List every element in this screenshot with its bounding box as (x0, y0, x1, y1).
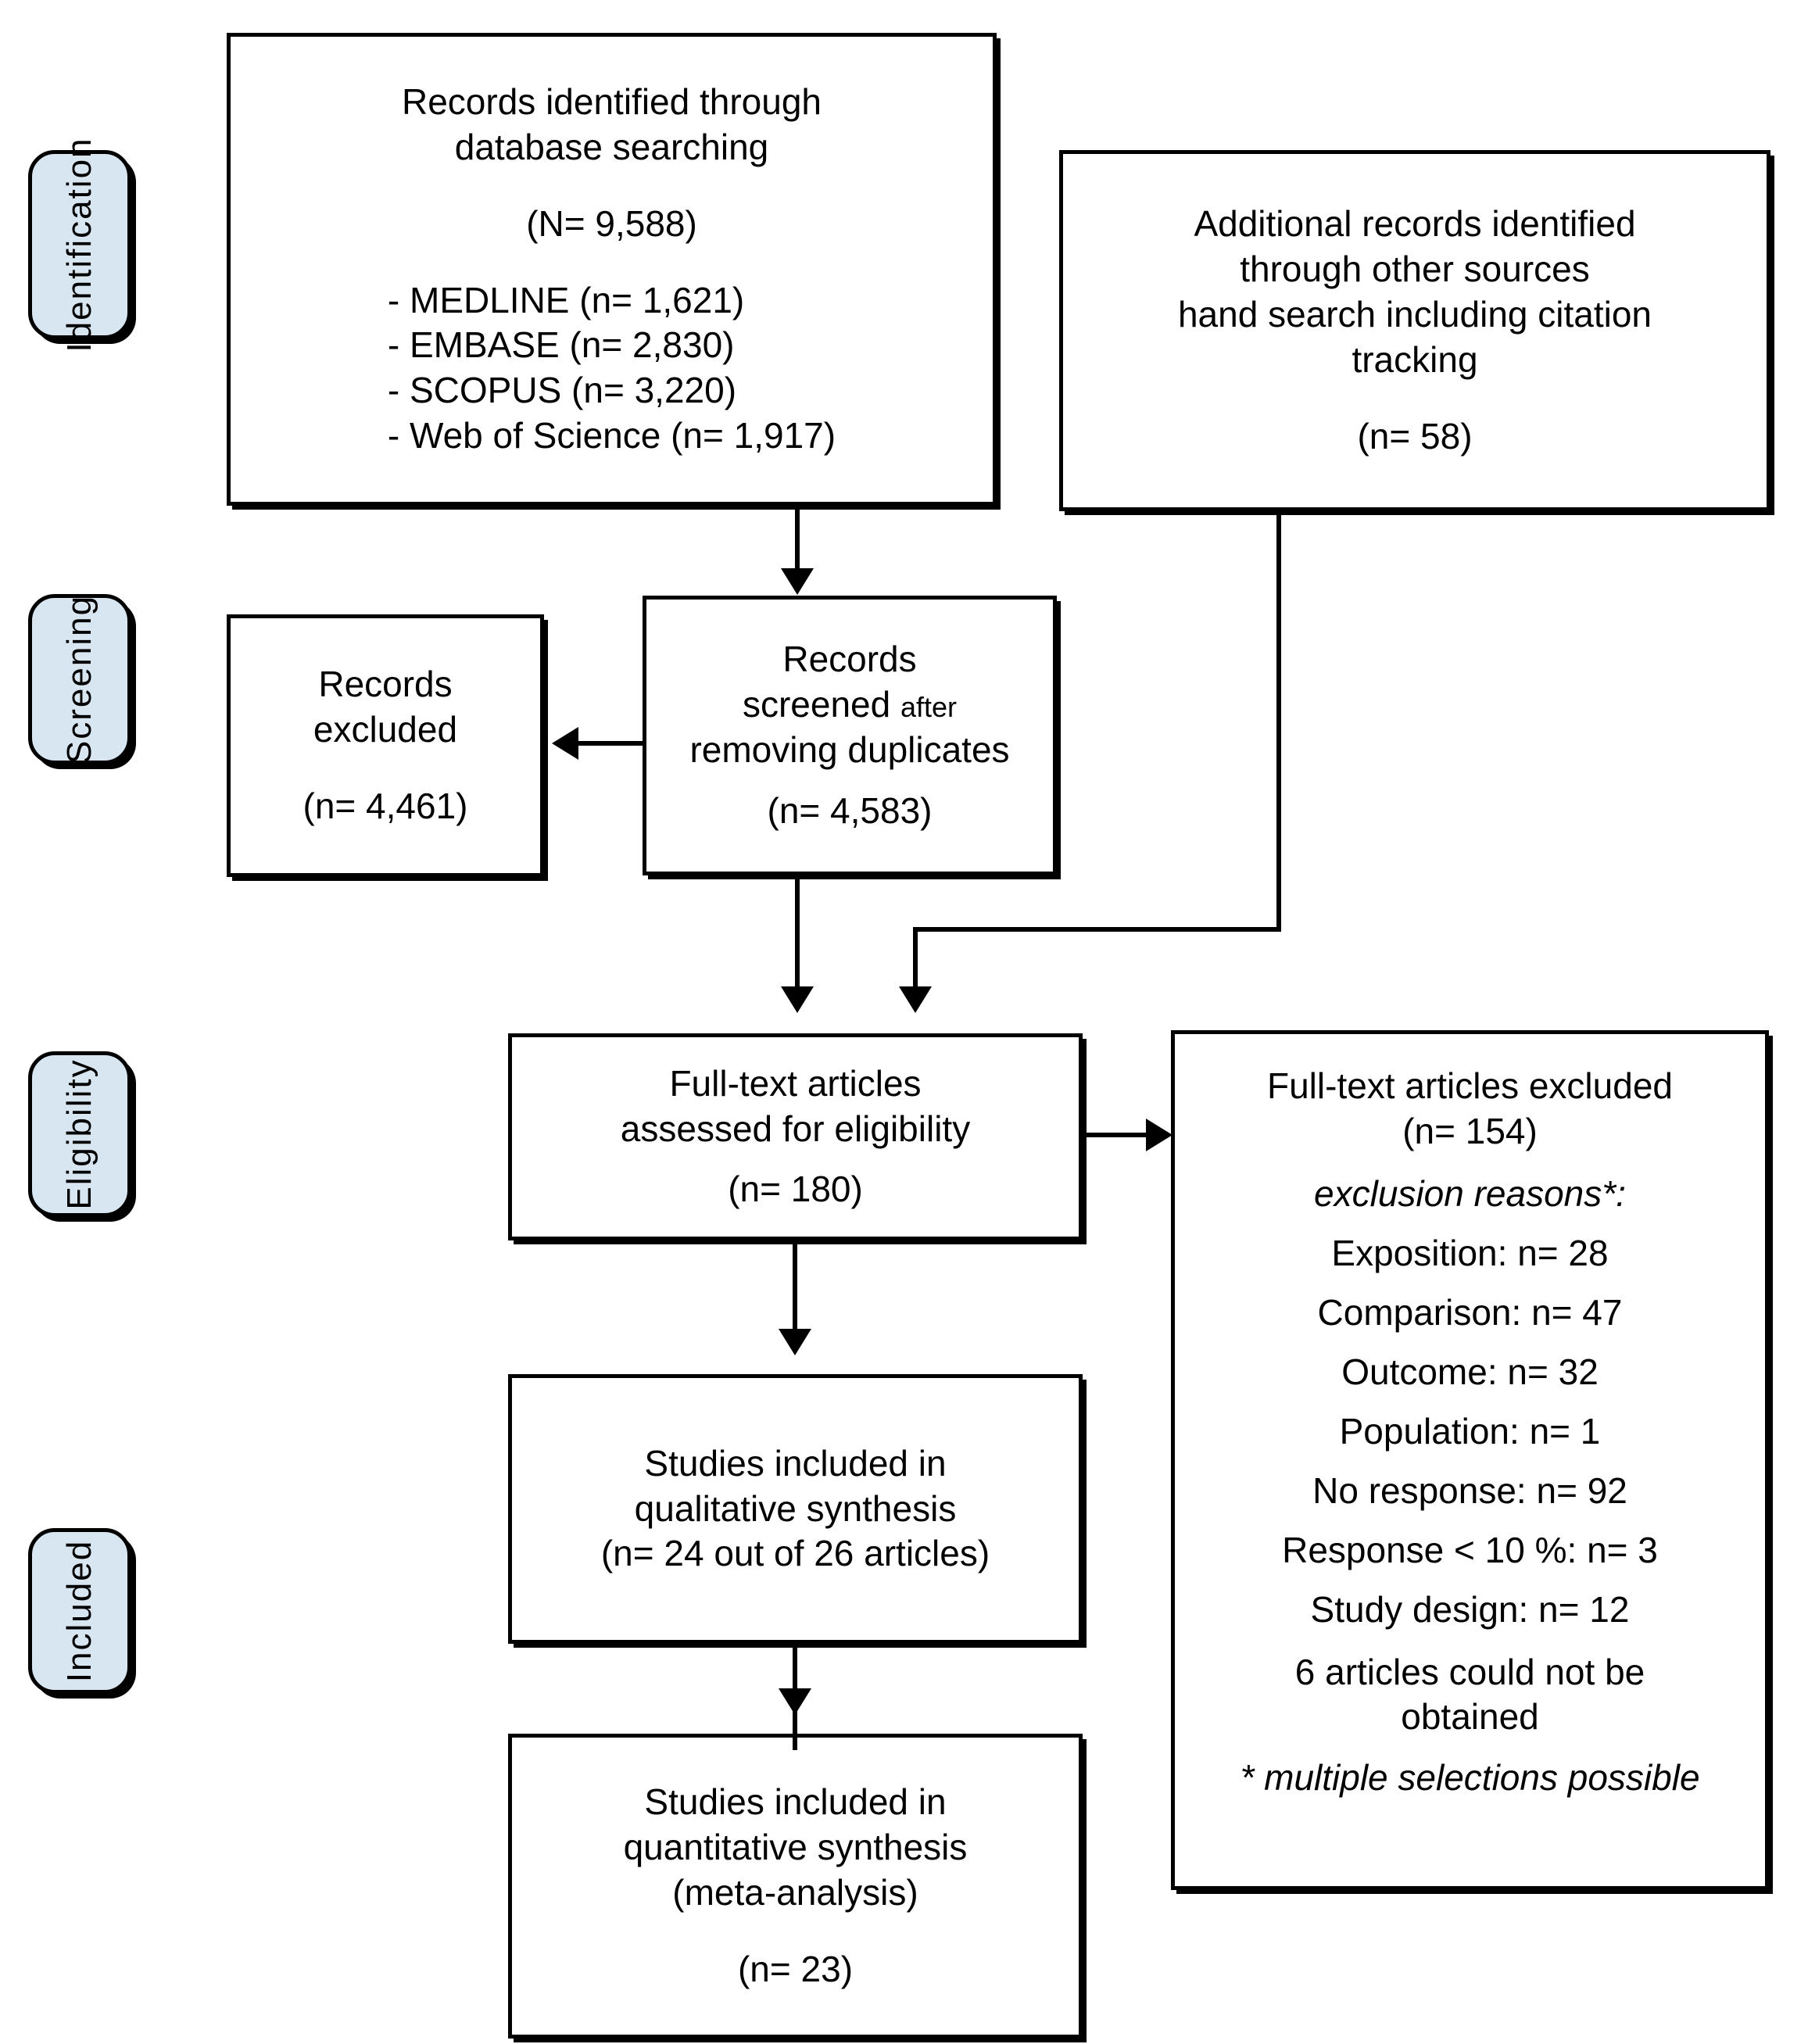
records-excluded-line2: excluded (313, 709, 458, 750)
connector-other-sources-vertical (1276, 511, 1281, 932)
database-search-source-list: - MEDLINE (n= 1,621) - EMBASE (n= 2,830)… (388, 278, 836, 460)
stage-label-included-text: Included (60, 1539, 98, 1683)
records-screened-line1: Records (782, 639, 917, 680)
connector-other-sources-horizontal (913, 927, 1281, 932)
exclusion-reason-exposition: Exposition: n= 28 (1331, 1232, 1609, 1273)
connector-fulltext-to-excluded (1083, 1133, 1151, 1137)
other-sources-line2: through other sources (1240, 249, 1590, 290)
stage-label-eligibility: Eligibility (28, 1051, 131, 1217)
connector-fulltext-to-qualitative (793, 1240, 797, 1347)
qualitative-line2: qualitative synthesis (634, 1487, 957, 1529)
stage-label-included: Included (28, 1528, 131, 1694)
database-search-title-line2: database searching (454, 126, 769, 167)
box-records-identified-database: Records identified through database sear… (227, 33, 997, 506)
box-additional-records-other-sources: Additional records identified through ot… (1059, 150, 1770, 511)
database-source-medline: - MEDLINE (n= 1,621) (387, 279, 745, 320)
database-source-web-of-science: - Web of Science (n= 1,917) (387, 415, 836, 456)
database-search-total: (N= 9,588) (526, 202, 697, 244)
box-qualitative-synthesis: Studies included in qualitative synthesi… (508, 1374, 1083, 1644)
connector-other-sources-drop (913, 927, 918, 993)
other-sources-count: (n= 58) (1357, 415, 1473, 456)
database-source-scopus: - SCOPUS (n= 3,220) (387, 370, 737, 411)
box-fulltext-excluded: Full-text articles excluded (n= 154) exc… (1171, 1030, 1769, 1890)
connector-database-to-screened (795, 506, 800, 573)
arrowhead-qualitative-to-quantitative (779, 1688, 811, 1715)
arrowhead-screened-to-excluded (552, 727, 578, 760)
quantitative-line3: (meta-analysis) (672, 1872, 918, 1913)
arrowhead-database-to-screened (781, 568, 814, 595)
fulltext-excluded-count: (n= 154) (1402, 1110, 1538, 1151)
box-fulltext-assessed: Full-text articles assessed for eligibil… (508, 1033, 1083, 1240)
quantitative-count: (n= 23) (737, 1948, 854, 1989)
other-sources-line1: Additional records identified (1194, 203, 1636, 245)
box-records-excluded: Records excluded (n= 4,461) (227, 614, 544, 877)
quantitative-line1: Studies included in (644, 1781, 947, 1823)
arrowhead-screened-to-fulltext (781, 986, 814, 1013)
exclusion-reason-low-response: Response < 10 %: n= 3 (1282, 1529, 1658, 1570)
database-search-title-line1: Records identified through (402, 81, 822, 122)
arrowhead-fulltext-to-excluded (1146, 1119, 1173, 1151)
exclusion-reason-comparison: Comparison: n= 47 (1317, 1291, 1623, 1333)
arrowhead-fulltext-to-qualitative (779, 1329, 811, 1355)
fulltext-excluded-note-line1: 6 articles could not be (1294, 1651, 1645, 1692)
fulltext-excluded-note-line2: obtained (1401, 1696, 1539, 1738)
qualitative-line1: Studies included in (644, 1442, 947, 1484)
records-excluded-count: (n= 4,461) (303, 785, 468, 826)
exclusion-reason-population: Population: n= 1 (1339, 1410, 1601, 1452)
fulltext-assessed-line2: assessed for eligibility (620, 1108, 971, 1149)
records-screened-count: (n= 4,583) (767, 789, 933, 831)
records-screened-line2-main: screened (742, 684, 900, 725)
exclusion-reason-outcome: Outcome: n= 32 (1341, 1351, 1599, 1392)
stage-label-screening-text: Screening (60, 594, 98, 764)
database-source-embase: - EMBASE (n= 2,830) (387, 324, 735, 366)
connector-screened-to-fulltext (795, 875, 800, 993)
records-screened-line2-small: after (900, 691, 958, 724)
records-screened-line3: removing duplicates (689, 729, 1010, 770)
other-sources-line4: tracking (1352, 338, 1478, 380)
stage-label-identification-text: Identification (60, 137, 98, 353)
other-sources-line3: hand search including citation (1177, 294, 1652, 335)
fulltext-excluded-reasons-heading: exclusion reasons*: (1314, 1172, 1626, 1214)
arrowhead-other-sources-to-fulltext (899, 986, 932, 1013)
records-screened-line2: screened after (743, 682, 957, 728)
stage-label-identification: Identification (28, 137, 131, 353)
stage-label-eligibility-text: Eligibility (60, 1058, 98, 1210)
fulltext-assessed-count: (n= 180) (728, 1169, 863, 1210)
connector-screened-to-excluded (578, 741, 646, 746)
exclusion-reason-study-design: Study design: n= 12 (1310, 1588, 1630, 1630)
fulltext-excluded-footnote: * multiple selections possible (1240, 1757, 1700, 1799)
quantitative-line2: quantitative synthesis (623, 1827, 968, 1868)
records-excluded-line1: Records (318, 664, 453, 705)
box-records-screened: Records screened after removing duplicat… (643, 596, 1057, 875)
box-quantitative-synthesis: Studies included in quantitative synthes… (508, 1734, 1083, 2039)
exclusion-reason-no-response: No response: n= 92 (1312, 1469, 1627, 1511)
stage-label-screening: Screening (28, 594, 131, 764)
qualitative-count: (n= 24 out of 26 articles) (600, 1533, 990, 1574)
fulltext-excluded-title: Full-text articles excluded (1267, 1065, 1673, 1106)
fulltext-assessed-line1: Full-text articles (669, 1062, 922, 1104)
